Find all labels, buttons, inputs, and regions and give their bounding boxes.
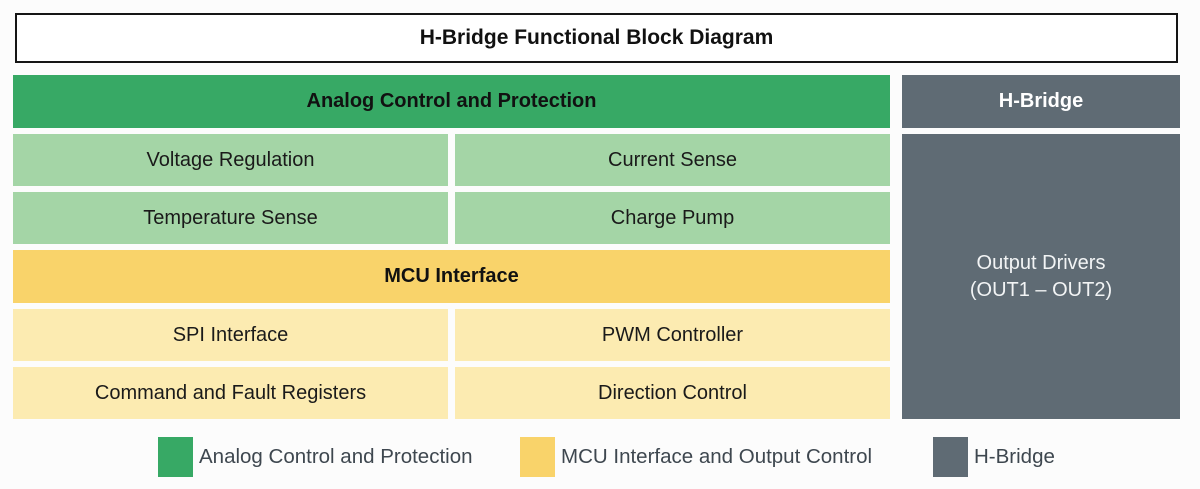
analog-row-1: Voltage Regulation Current Sense [13, 134, 890, 186]
mcu-section-header: MCU Interface [13, 250, 890, 303]
analog-row-2: Temperature Sense Charge Pump [13, 192, 890, 244]
legend-swatch-hbridge-icon [933, 437, 968, 477]
legend-label-mcu: MCU Interface and Output Control [561, 445, 873, 468]
cell-pwm-controller: PWM Controller [455, 309, 890, 361]
left-sections: Analog Control and Protection Voltage Re… [13, 75, 890, 419]
legend-item-mcu: MCU Interface and Output Control [520, 437, 872, 477]
cell-command-fault-registers: Command and Fault Registers [13, 367, 448, 419]
diagram-title-text: H-Bridge Functional Block Diagram [419, 26, 774, 49]
block-output-drivers: Output Drivers (OUT1 – OUT2) [902, 134, 1180, 419]
hbridge-section-header: H-Bridge [902, 75, 1180, 128]
legend-swatch-mcu-icon [520, 437, 555, 477]
mcu-row-1: SPI Interface PWM Controller [13, 309, 890, 361]
legend-label-hbridge: H-Bridge [974, 445, 1055, 468]
cell-current-sense: Current Sense [455, 134, 890, 186]
legend-item-hbridge: H-Bridge [933, 437, 1055, 477]
cell-spi-interface: SPI Interface [13, 309, 448, 361]
output-drivers-line1: Output Drivers [976, 251, 1106, 274]
cell-temperature-sense: Temperature Sense [13, 192, 448, 244]
legend-swatch-analog-icon [158, 437, 193, 477]
hbridge-section: H-Bridge Output Drivers (OUT1 – OUT2) [902, 75, 1180, 419]
cell-charge-pump: Charge Pump [455, 192, 890, 244]
cell-direction-control: Direction Control [455, 367, 890, 419]
analog-section-header: Analog Control and Protection [13, 75, 890, 128]
output-drivers-line2: (OUT1 – OUT2) [969, 278, 1113, 301]
mcu-row-2: Command and Fault Registers Direction Co… [13, 367, 890, 419]
cell-voltage-regulation: Voltage Regulation [13, 134, 448, 186]
legend-item-analog: Analog Control and Protection [158, 437, 473, 477]
diagram-title: H-Bridge Functional Block Diagram [15, 13, 1178, 63]
legend-label-analog: Analog Control and Protection [199, 445, 473, 468]
